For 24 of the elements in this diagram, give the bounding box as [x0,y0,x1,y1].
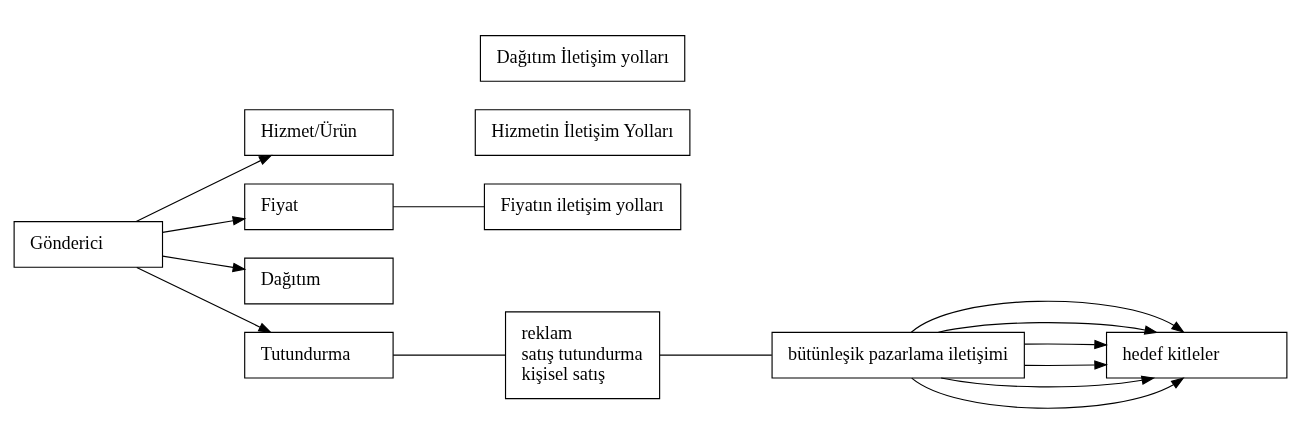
arrow [940,375,1156,388]
arrow [162,216,247,233]
node-box: bütünleşik pazarlama iletişimi [771,331,1025,379]
node-box: Dağıtım İletişim yolları [479,35,686,82]
arrow [911,377,1185,409]
node-box: Gönderici [13,221,164,268]
arrow [135,154,273,223]
connector [659,354,773,356]
connector [392,354,506,356]
node-box: hedef kitleler [1105,331,1288,379]
node-box: Fiyat [244,183,394,231]
node-box: Tutundurma [244,331,394,379]
node-box: Fiyatın iletişim yolları [483,183,682,231]
node-box: Dağıtım [244,257,394,305]
arrow [162,255,247,273]
node-box: Hizmet/Ürün [244,109,394,156]
connector [392,206,485,208]
arrow [1023,360,1108,370]
node-box: Hizmetin İletişim Yolları [474,109,691,156]
arrow [1023,339,1108,350]
arrow [910,300,1185,334]
arrow [937,322,1159,335]
node-box: reklam satış tutundurma kişisel satış [504,311,661,400]
arrow [136,266,273,333]
